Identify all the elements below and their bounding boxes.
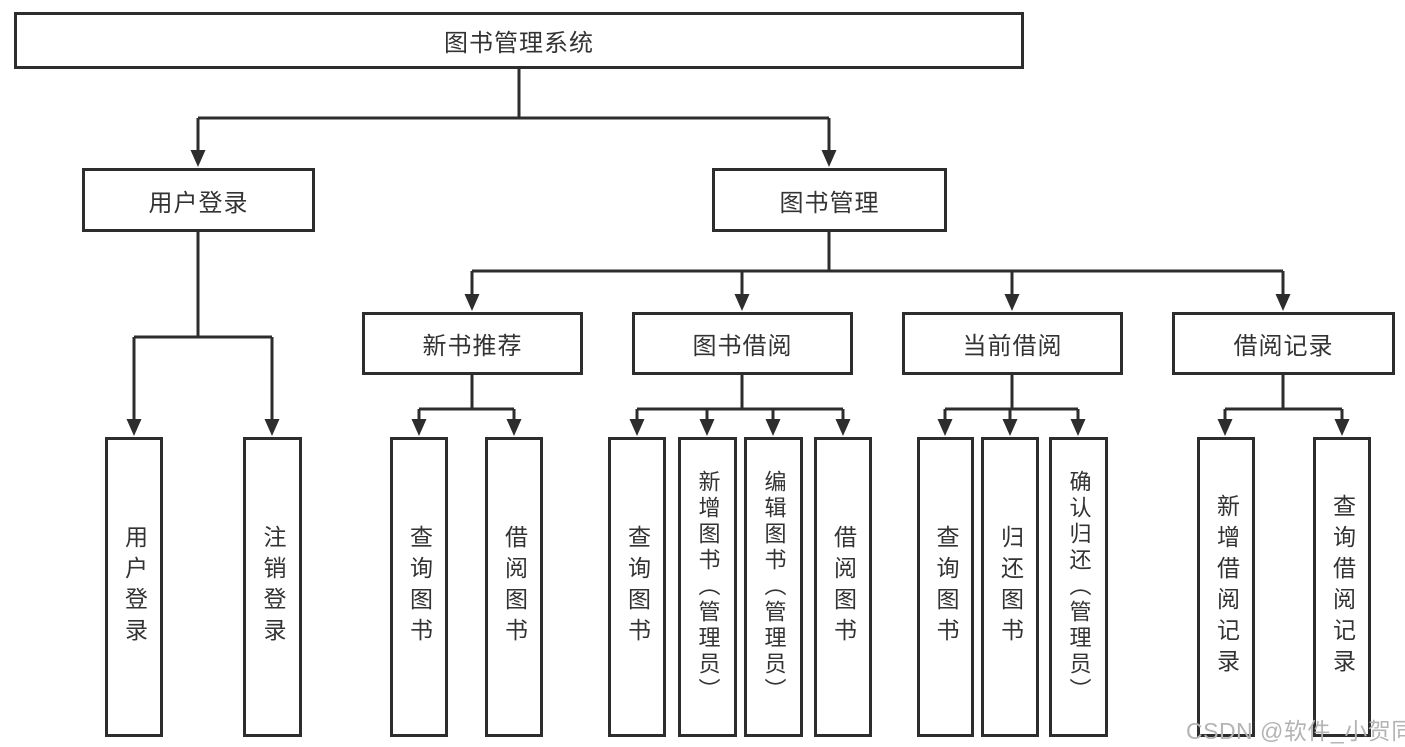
node-root: 图书管理系统 <box>14 12 1024 69</box>
node-logout: 注销登录 <box>243 437 302 737</box>
node-return-book-label: 归还图书 <box>997 525 1024 649</box>
node-logout-label: 注销登录 <box>260 525 286 649</box>
node-confirm-return-admin: 确认归还（管理员） <box>1049 437 1108 737</box>
node-user-login-leaf-label: 用户登录 <box>121 525 148 649</box>
node-new-book-recommend-label: 新书推荐 <box>422 333 523 360</box>
node-query-borrow-record-label: 查询借阅记录 <box>1329 494 1356 680</box>
node-borrow-books-recommend-label: 借阅图书 <box>501 525 528 649</box>
node-add-borrow-record-label: 新增借阅记录 <box>1213 494 1240 680</box>
node-borrow-books-borrowing-label: 借阅图书 <box>830 525 857 649</box>
node-current-borrowing: 当前借阅 <box>902 312 1123 375</box>
node-borrow-books-recommend: 借阅图书 <box>485 437 543 737</box>
node-query-books-current: 查询图书 <box>917 437 974 737</box>
node-edit-book-admin: 编辑图书（管理员） <box>744 437 803 737</box>
node-return-book: 归还图书 <box>981 437 1039 737</box>
node-new-book-recommend: 新书推荐 <box>362 312 583 375</box>
node-user-login-leaf: 用户登录 <box>105 437 163 737</box>
node-user-login-branch-label: 用户登录 <box>148 189 249 217</box>
node-book-borrowing-label: 图书借阅 <box>692 333 793 360</box>
node-query-books-borrowing-label: 查询图书 <box>624 525 651 649</box>
node-borrowing-records-label: 借阅记录 <box>1233 333 1334 360</box>
node-confirm-return-admin-label: 确认归还（管理员） <box>1066 470 1092 704</box>
node-borrow-books-borrowing: 借阅图书 <box>814 437 872 737</box>
node-book-borrowing: 图书借阅 <box>632 312 853 375</box>
node-edit-book-admin-label: 编辑图书（管理员） <box>761 470 787 704</box>
node-query-books-recommend-label: 查询图书 <box>406 525 433 649</box>
node-query-books-recommend: 查询图书 <box>390 437 448 737</box>
node-book-management: 图书管理 <box>712 168 947 232</box>
node-root-label: 图书管理系统 <box>444 30 594 57</box>
node-user-login-branch: 用户登录 <box>82 168 315 232</box>
node-add-borrow-record: 新增借阅记录 <box>1197 437 1255 737</box>
node-add-book-admin: 新增图书（管理员） <box>678 437 737 737</box>
node-query-borrow-record: 查询借阅记录 <box>1313 437 1371 737</box>
node-query-books-borrowing: 查询图书 <box>608 437 666 737</box>
node-current-borrowing-label: 当前借阅 <box>962 333 1063 360</box>
node-add-book-admin-label: 新增图书（管理员） <box>695 470 721 704</box>
node-borrowing-records: 借阅记录 <box>1172 312 1395 375</box>
node-book-management-label: 图书管理 <box>779 189 880 217</box>
csdn-watermark: CSDN @软件_小贺同学 <box>1186 718 1405 744</box>
node-query-books-current-label: 查询图书 <box>933 525 959 649</box>
